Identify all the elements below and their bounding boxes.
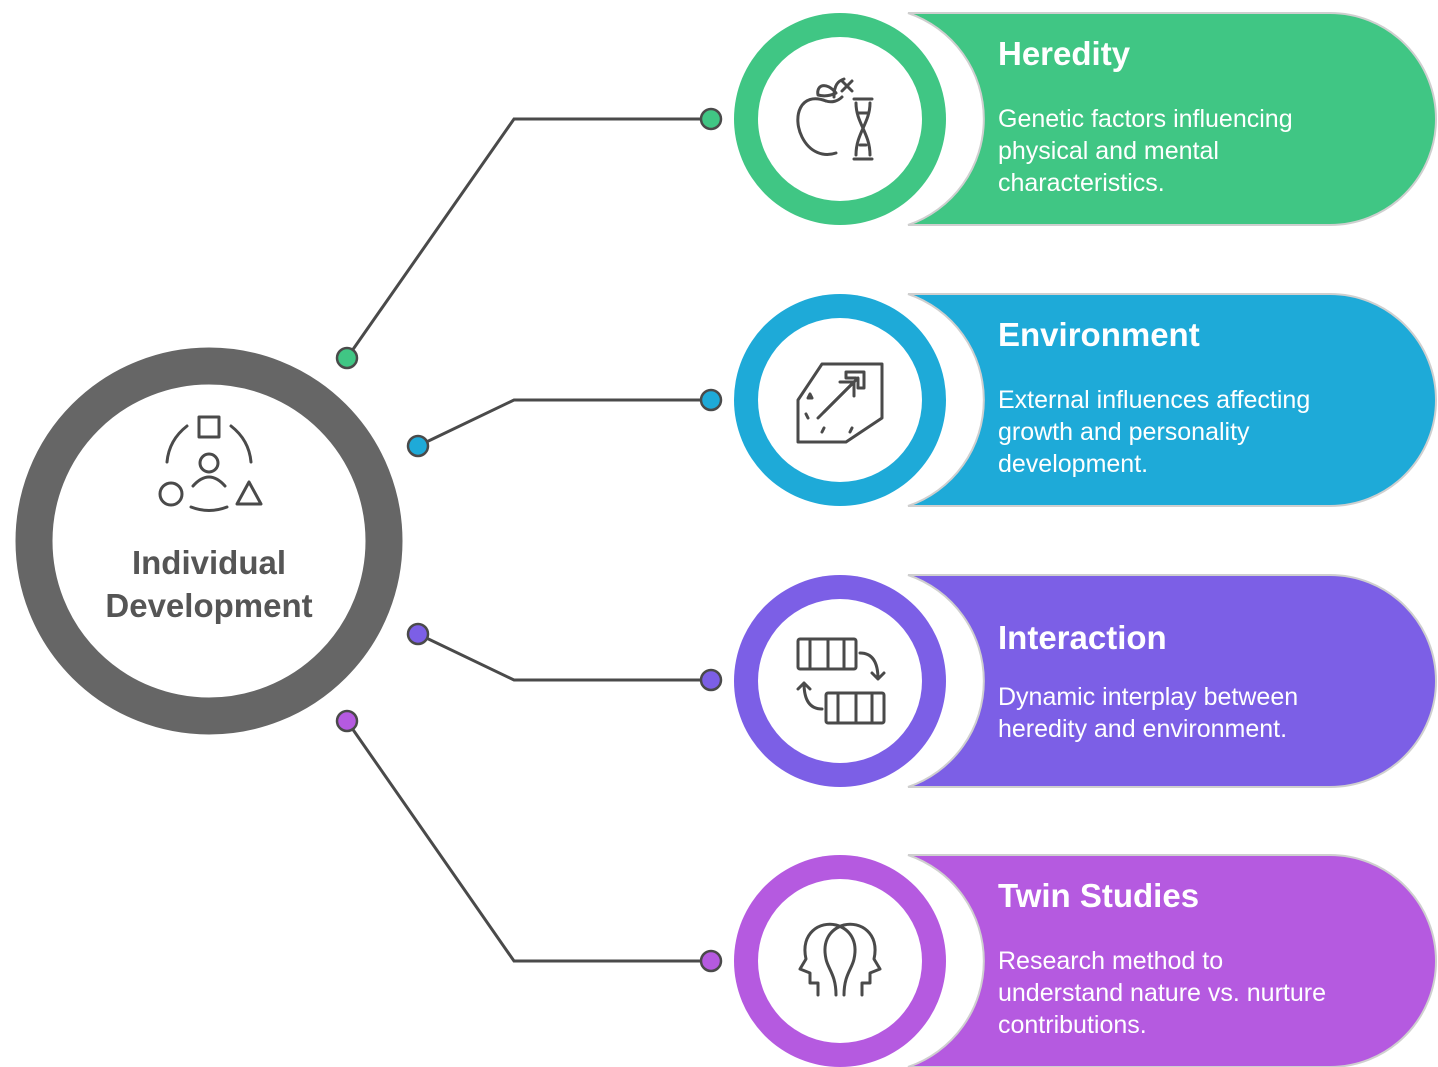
interaction-desc-line1: Dynamic interplay between	[998, 683, 1298, 711]
circle-twin-studies-inner	[758, 879, 922, 1043]
center-label-line2: Development	[105, 587, 312, 624]
growth-arrow-icon	[796, 362, 884, 444]
panel-twin-studies-bg	[907, 854, 1437, 1067]
center-label-line1: Individual	[132, 544, 286, 581]
environment-desc-line3: development.	[998, 450, 1148, 478]
circle-environment-inner	[758, 318, 922, 482]
branch-heredity: Heredity Genetic factors influencing phy…	[734, 12, 1437, 226]
center-node: Individual Development	[15, 347, 403, 735]
branch-twin-studies: Twin Studies Research method to understa…	[734, 854, 1437, 1067]
interaction-desc-line2: heredity and environment.	[998, 715, 1287, 743]
interaction-title: Interaction	[998, 619, 1167, 656]
heredity-title: Heredity	[998, 35, 1131, 72]
connector-environment	[417, 398, 711, 448]
center-dots	[335, 346, 430, 733]
heredity-desc-line2: physical and mental	[998, 137, 1219, 165]
circle-heredity-inner	[758, 37, 922, 201]
panel-interaction-bg	[907, 574, 1437, 788]
environment-desc-line1: External influences affecting	[998, 386, 1310, 414]
connector-interaction	[417, 632, 711, 682]
dot-heredity-outer	[699, 107, 723, 131]
twin-studies-desc-line1: Research method to	[998, 947, 1223, 975]
twin-studies-desc-line3: contributions.	[998, 1011, 1147, 1039]
dot-interaction-inner	[406, 622, 430, 646]
branch-interaction: Interaction Dynamic interplay between he…	[734, 574, 1437, 788]
shapes-person-icon	[158, 415, 263, 512]
connector-heredity	[345, 117, 711, 359]
dot-twin-studies-outer	[699, 949, 723, 973]
swap-arrows-icon	[796, 637, 886, 725]
heredity-desc-line1: Genetic factors influencing	[998, 105, 1293, 133]
dot-heredity-inner	[335, 346, 359, 370]
panel-heredity-bg	[907, 12, 1437, 226]
environment-desc-line2: growth and personality	[998, 418, 1250, 446]
panel-environment-bg	[907, 293, 1437, 507]
twin-studies-title: Twin Studies	[998, 877, 1199, 914]
dot-environment-outer	[699, 388, 723, 412]
heredity-desc-line3: characteristics.	[998, 169, 1165, 197]
panel-dots	[699, 107, 723, 973]
connectors	[345, 117, 711, 963]
dot-interaction-outer	[699, 668, 723, 692]
twin-studies-desc-line2: understand nature vs. nurture	[998, 979, 1326, 1007]
two-heads-icon	[798, 922, 882, 997]
apple-dna-icon	[796, 77, 874, 161]
environment-title: Environment	[998, 316, 1200, 353]
dot-twin-studies-inner	[335, 709, 359, 733]
branch-environment: Environment External influences affectin…	[734, 293, 1437, 507]
connector-twin-studies	[345, 720, 711, 963]
center-ring	[15, 347, 403, 735]
dot-environment-inner	[406, 434, 430, 458]
circle-interaction-inner	[758, 599, 922, 763]
